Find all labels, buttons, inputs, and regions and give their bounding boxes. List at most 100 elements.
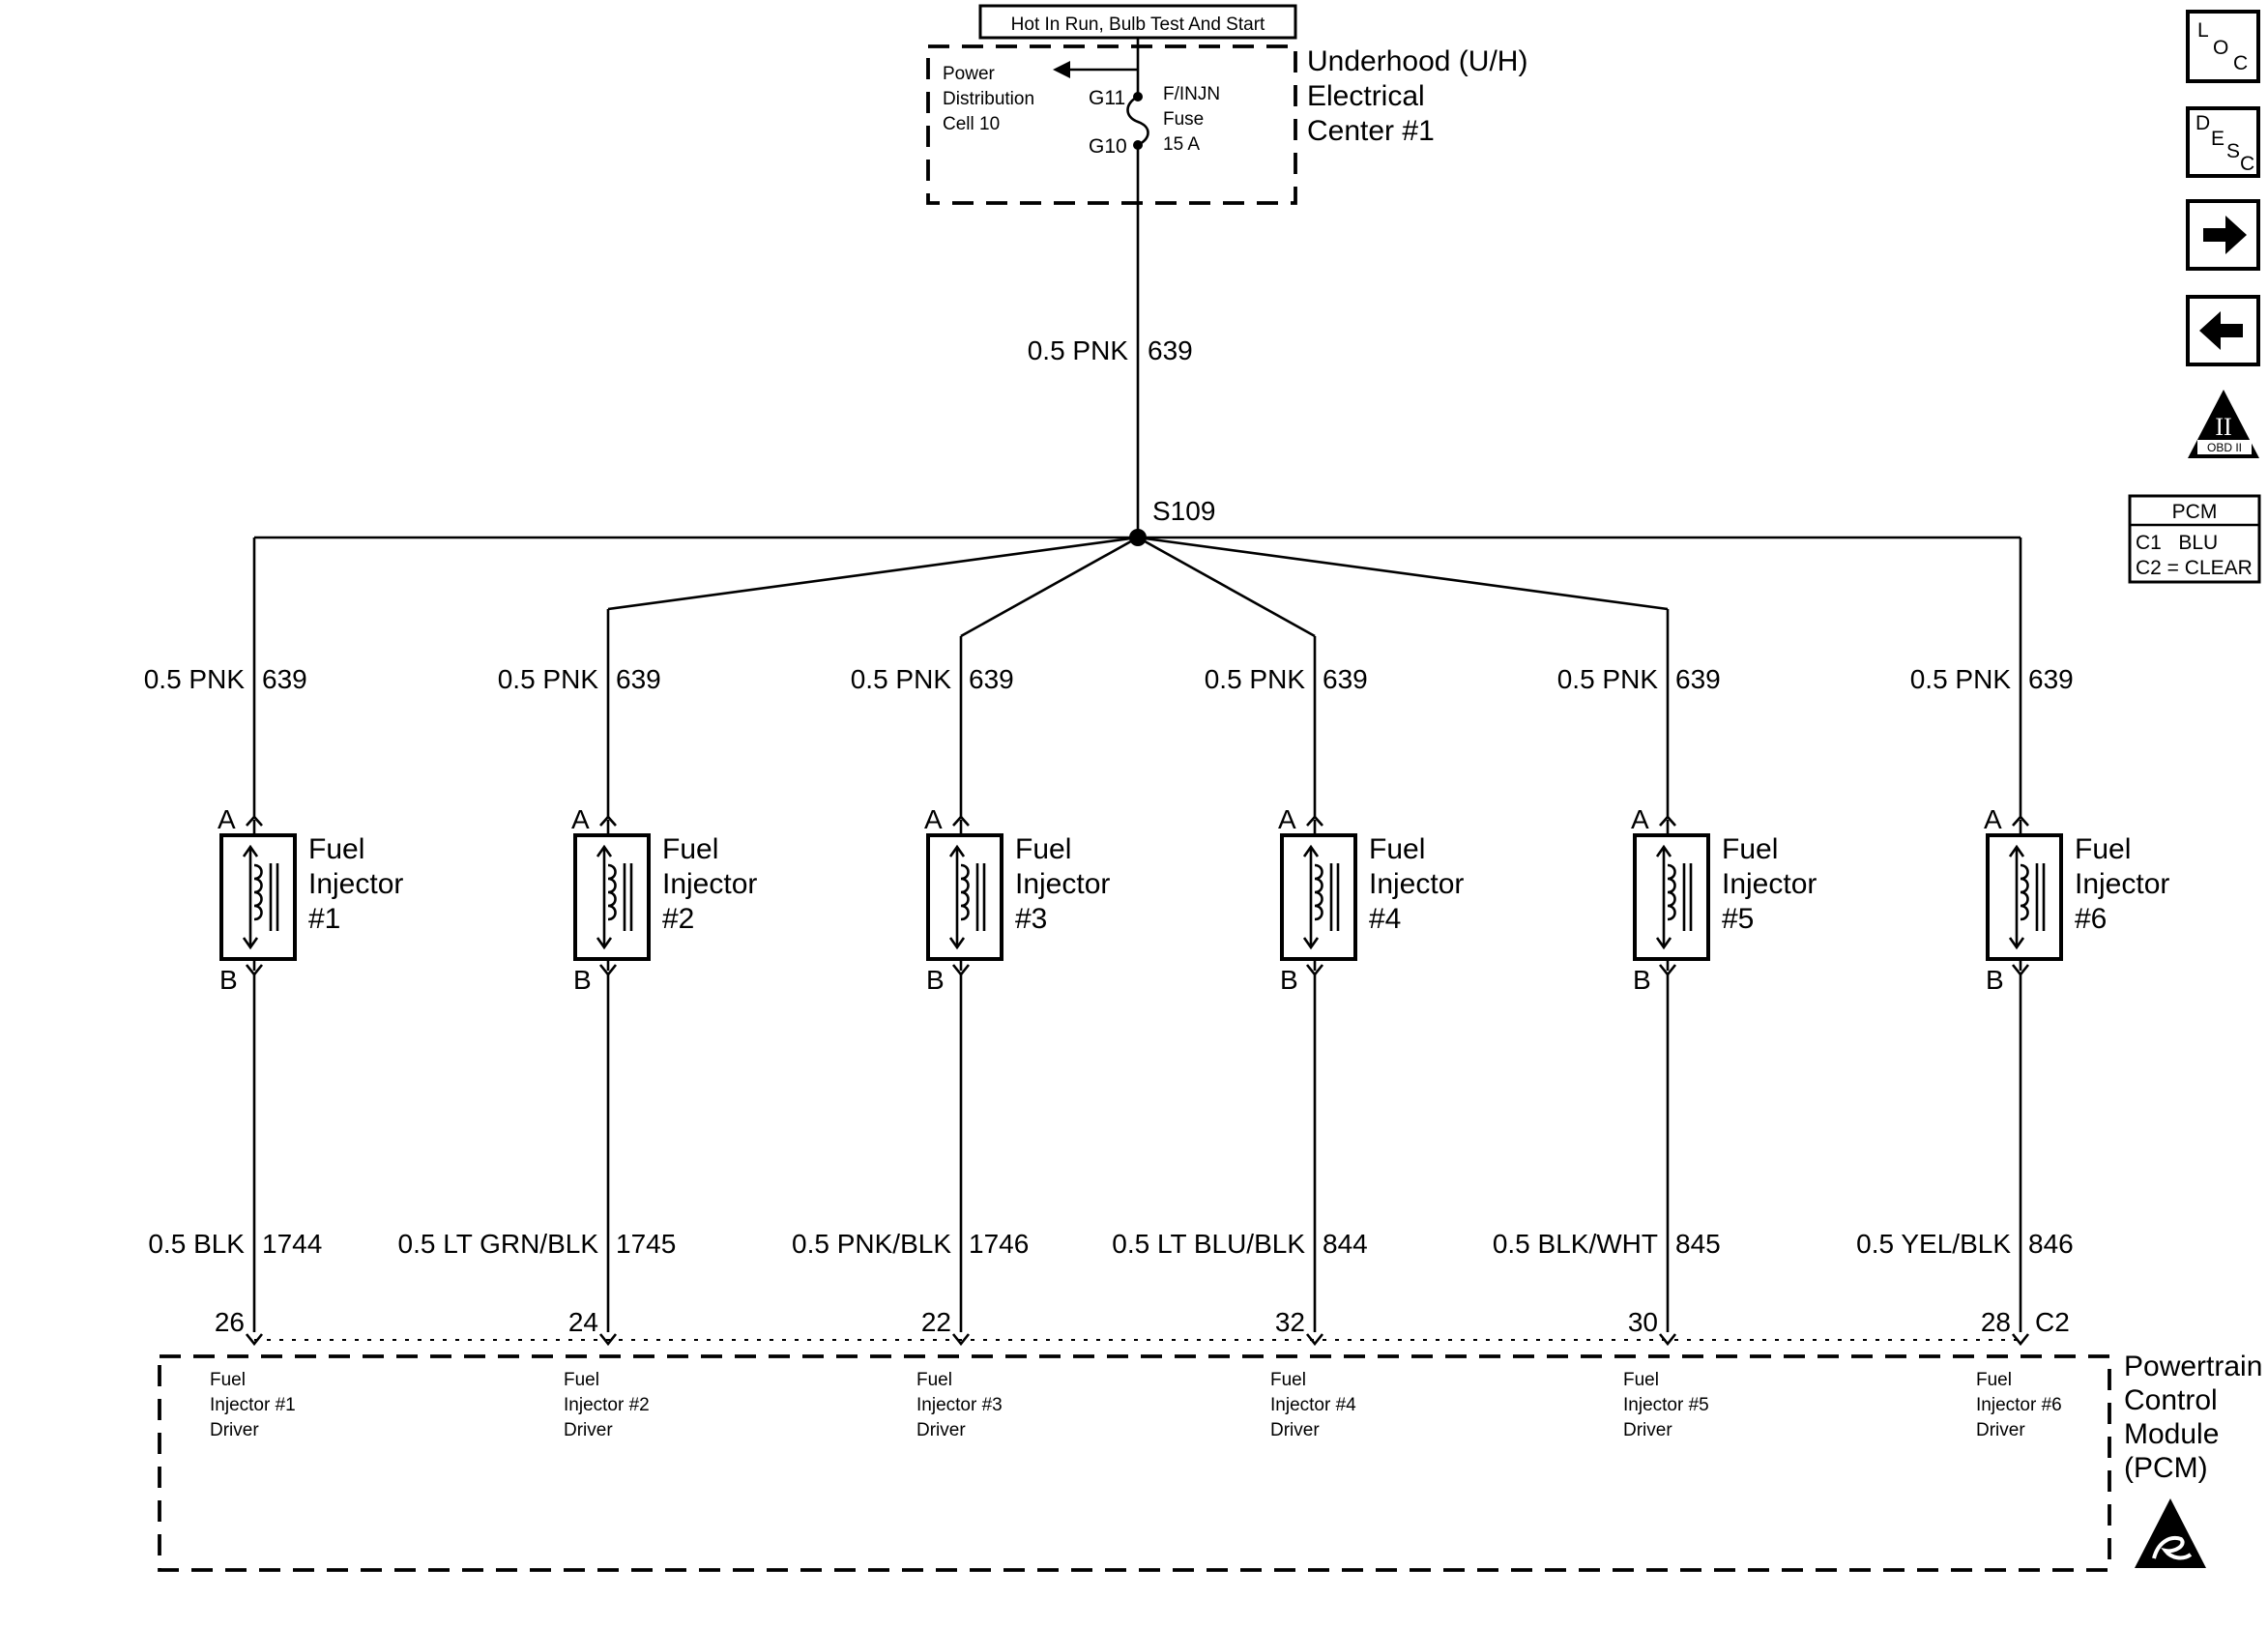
injector-label-4-line2: Injector	[1369, 868, 1464, 900]
feed-circuit-6: 639	[2028, 664, 2074, 694]
pcm-pin-5: 30	[1628, 1307, 1658, 1337]
pin-a-label-2: A	[571, 804, 590, 834]
feed-gauge-3: 0.5 PNK	[851, 664, 952, 694]
pcm-label-line1: Powertrain	[2124, 1351, 2262, 1382]
pin-b-label-4: B	[1280, 965, 1298, 995]
output-circuit-4: 844	[1323, 1229, 1368, 1259]
output-circuit-1: 1744	[262, 1229, 322, 1259]
injector-label-6-line3: #6	[2075, 903, 2107, 935]
output-circuit-5: 845	[1675, 1229, 1721, 1259]
svg-text:L: L	[2197, 19, 2209, 42]
injector-label-3-line2: Injector	[1015, 868, 1110, 900]
driver-label-2-line2: Injector #2	[564, 1395, 650, 1415]
injector-label-4-line3: #4	[1369, 903, 1401, 935]
prev-arrow-icon[interactable]	[2186, 295, 2260, 366]
feed-gauge-5: 0.5 PNK	[1557, 664, 1659, 694]
driver-label-4-line3: Driver	[1270, 1420, 1320, 1440]
sidebar: L O C L O C D E S C II OBD II	[2128, 10, 2261, 584]
driver-label-3-line2: Injector #3	[916, 1395, 1003, 1415]
output-circuit-2: 1745	[616, 1229, 676, 1259]
pcm-label-line3: Module	[2124, 1418, 2219, 1450]
driver-label-1-line3: Driver	[210, 1420, 259, 1440]
pdc-label-line2: Distribution	[943, 89, 1034, 109]
pcm-label-line2: Control	[2124, 1384, 2218, 1416]
pcm-table-row2: C2 = CLEAR	[2136, 557, 2253, 579]
pin-a-terminal-5	[1659, 815, 1676, 827]
driver-label-6-line1: Fuel	[1976, 1370, 2012, 1390]
driver-label-5-line1: Fuel	[1623, 1370, 1659, 1390]
coil-icon-1	[253, 863, 263, 921]
injector-label-3-line1: Fuel	[1015, 833, 1071, 865]
main-wire-circuit: 639	[1148, 335, 1193, 365]
feed-circuit-4: 639	[1323, 664, 1368, 694]
pin-a-label-4: A	[1278, 804, 1296, 834]
pin-a-terminal-2	[599, 815, 617, 827]
obd-ii-numeral: II	[2215, 413, 2231, 441]
uh-center-dashed-box	[926, 44, 1297, 205]
driver-label-4-line1: Fuel	[1270, 1370, 1306, 1390]
pin-a-terminal-4	[1306, 815, 1323, 827]
pcm-pin-1: 26	[215, 1307, 245, 1337]
pcm-pin-2: 24	[568, 1307, 598, 1337]
injector-label-2-line1: Fuel	[662, 833, 718, 865]
svg-text:S: S	[2226, 140, 2240, 162]
pcm-table-header: PCM	[2172, 501, 2218, 523]
driver-label-6-line2: Injector #6	[1976, 1395, 2062, 1415]
injector-label-6-line2: Injector	[2075, 868, 2169, 900]
loc-icon[interactable]: L O C L O C	[2186, 10, 2260, 83]
pcm-terminal-4	[1305, 1333, 1324, 1347]
powertrain-control-module: C2 Powertrain Control Module (PCM)	[158, 1307, 2262, 1572]
feed-gauge-4: 0.5 PNK	[1205, 664, 1306, 694]
injector-body-6	[1986, 833, 2063, 961]
injector-label-5-line2: Injector	[1722, 868, 1817, 900]
driver-label-4-line2: Injector #4	[1270, 1395, 1356, 1415]
pcm-terminal-5	[1658, 1333, 1677, 1347]
feed-circuit-2: 639	[616, 664, 661, 694]
pin-a-terminal-1	[246, 815, 263, 827]
next-arrow-icon[interactable]	[2186, 199, 2260, 271]
pcm-label-line4: (PCM)	[2124, 1452, 2208, 1484]
driver-label-2-line3: Driver	[564, 1420, 613, 1440]
injector-body-1	[219, 833, 297, 961]
pin-a-label-1: A	[218, 804, 236, 834]
arrow-left-icon	[1053, 61, 1070, 78]
injector-label-1-line1: Fuel	[308, 833, 364, 865]
fuse-icon	[1126, 95, 1149, 147]
driver-label-3-line1: Fuel	[916, 1370, 952, 1390]
pcm-table-row1: C1 BLU	[2136, 532, 2218, 554]
pin-b-label-2: B	[573, 965, 592, 995]
obd-ii-label: OBD II	[2207, 441, 2242, 454]
feed-circuit-5: 639	[1675, 664, 1721, 694]
injector-label-1-line2: Injector	[308, 868, 403, 900]
pin-g11-label: G11	[1089, 87, 1125, 109]
coil-icon-5	[1667, 863, 1676, 921]
desc-icon[interactable]: D E S C	[2186, 106, 2260, 178]
pcm-pin-4: 32	[1275, 1307, 1305, 1337]
injector-label-2-line2: Injector	[662, 868, 757, 900]
feed-diagonal-4	[1137, 536, 1316, 638]
pcm-terminal-1	[245, 1333, 264, 1347]
feed-diagonal-5	[1137, 536, 1669, 611]
pcm-pin-3: 22	[921, 1307, 951, 1337]
output-circuit-6: 846	[2028, 1229, 2074, 1259]
injector-label-5-line3: #5	[1722, 903, 1754, 935]
coil-icon-2	[607, 863, 617, 921]
output-gauge-6: 0.5 YEL/BLK	[1856, 1229, 2011, 1259]
pdc-label-line1: Power	[943, 64, 996, 84]
output-gauge-2: 0.5 LT GRN/BLK	[398, 1229, 599, 1259]
driver-label-3-line3: Driver	[916, 1420, 966, 1440]
svg-text:O: O	[2213, 37, 2228, 59]
svg-text:C: C	[2233, 52, 2248, 74]
coil-icon-3	[960, 863, 970, 921]
pcm-terminal-3	[951, 1333, 971, 1347]
pin-b-label-1: B	[219, 965, 238, 995]
obd-ii-icon[interactable]: II OBD II	[2188, 390, 2259, 458]
driver-label-1-line2: Injector #1	[210, 1395, 296, 1415]
pcm-connector-label: C2	[2035, 1307, 2070, 1337]
splice-label: S109	[1152, 496, 1215, 526]
output-gauge-5: 0.5 BLK/WHT	[1493, 1229, 1658, 1259]
injector-label-6-line1: Fuel	[2075, 833, 2131, 865]
